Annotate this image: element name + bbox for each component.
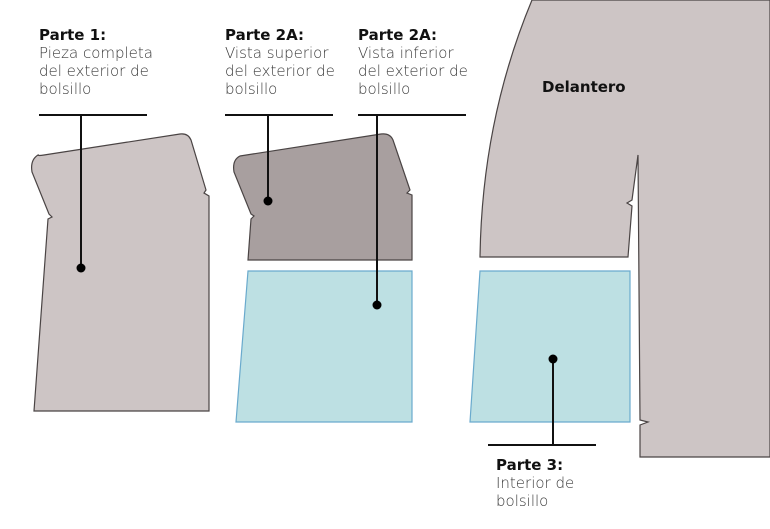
label-part3-line: bolsillo: [496, 492, 549, 510]
label-part2a-bottom-line: Vista inferior: [358, 44, 454, 62]
label-part2a-bottom: Parte 2A: Vista inferior del exterior de…: [358, 26, 468, 98]
label-part1-line: bolsillo: [39, 80, 92, 98]
label-part3: Parte 3: Interior de bolsillo: [496, 456, 574, 510]
leader-part2a-bottom: [358, 114, 466, 310]
label-part3-line: Interior de: [496, 474, 575, 492]
part1-piece: [31, 133, 210, 412]
label-part1: Parte 1: Pieza completa del exterior de …: [39, 26, 153, 98]
label-part1-title: Parte 1:: [39, 26, 107, 44]
label-part2a-top-line: Vista superior: [225, 44, 329, 62]
label-part2a-top-line: del exterior de: [225, 62, 335, 80]
label-part2a-top: Parte 2A: Vista superior del exterior de…: [225, 26, 335, 98]
label-part1-line: Pieza completa: [39, 44, 153, 62]
label-part2a-top-line: bolsillo: [225, 80, 278, 98]
leader-part2a-top: [225, 114, 333, 206]
part3-piece: [469, 270, 631, 423]
label-part2a-bottom-line: bolsillo: [358, 80, 411, 98]
label-front: Delantero: [542, 78, 626, 96]
label-part2a-top-title: Parte 2A:: [225, 26, 304, 44]
label-part3-title: Parte 3:: [496, 456, 564, 474]
part2a-bottom-piece: [235, 270, 413, 423]
label-part2a-bottom-title: Parte 2A:: [358, 26, 437, 44]
label-part1-line: del exterior de: [39, 62, 149, 80]
label-part2a-bottom-line: del exterior de: [358, 62, 468, 80]
part2a-top-piece: [233, 133, 413, 261]
leader-part3: [488, 354, 596, 446]
front-piece: [479, 0, 770, 458]
leader-part1: [39, 114, 147, 273]
